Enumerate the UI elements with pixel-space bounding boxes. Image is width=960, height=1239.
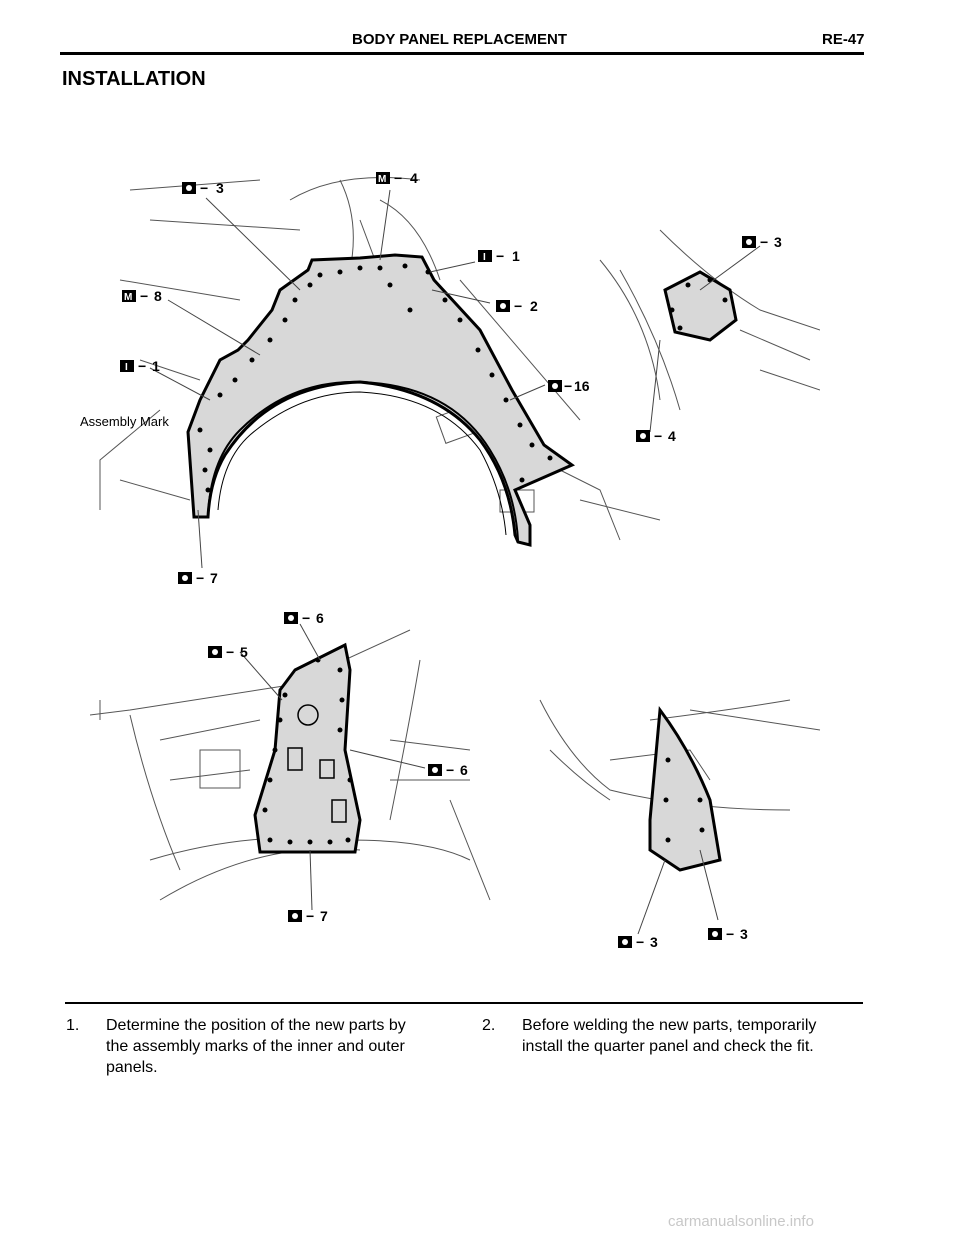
callout-1-label: 1 — [512, 248, 520, 264]
callout-4-label: 4 — [410, 170, 418, 186]
svg-text:−: − — [302, 610, 310, 626]
callout-3a-label: 3 — [650, 934, 658, 950]
callout-3-label: 3 — [216, 180, 224, 196]
callout-5-label: 5 — [240, 644, 248, 660]
footer-rule — [65, 1002, 863, 1004]
svg-text:−: − — [306, 908, 314, 924]
spot-weld-icon — [708, 928, 722, 940]
spot-weld-icon — [618, 936, 632, 948]
spot-weld-icon — [742, 236, 756, 248]
svg-text:−: − — [654, 428, 662, 444]
svg-text:−: − — [514, 298, 522, 314]
svg-text:I: I — [125, 362, 128, 373]
step-text-line: Determine the position of the new parts … — [106, 1017, 406, 1034]
svg-text:−: − — [726, 926, 734, 942]
step-number: 2. — [482, 1017, 496, 1034]
svg-text:−: − — [226, 644, 234, 660]
spot-weld-icon — [288, 910, 302, 922]
assembly-mark-label: Assembly Mark — [80, 414, 169, 429]
svg-text:I: I — [483, 252, 486, 263]
mig-plug-icon: I — [478, 250, 492, 263]
step-text-line: panels. — [106, 1059, 158, 1076]
svg-text:−: − — [564, 378, 572, 394]
section-title: INSTALLATION — [62, 68, 206, 90]
callout-2-label: 2 — [530, 298, 538, 314]
spot-weld-icon — [428, 764, 442, 776]
svg-text:−: − — [636, 934, 644, 950]
spot-weld-icon — [636, 430, 650, 442]
mig-weld-icon: M — [376, 172, 390, 185]
svg-text:−: − — [496, 248, 504, 264]
page-code: RE-47 — [822, 31, 865, 48]
callout-8-label: 8 — [154, 288, 162, 304]
callout-7-label: 7 — [210, 570, 218, 586]
step-text-line: the assembly marks of the inner and oute… — [106, 1038, 405, 1055]
svg-text:M: M — [378, 174, 386, 185]
header-rule — [60, 52, 864, 55]
step-2: 2. Before welding the new parts, tempora… — [482, 1015, 862, 1059]
spot-weld-icon — [548, 380, 562, 392]
mig-weld-icon: M — [122, 290, 136, 303]
callout-7b-label: 7 — [320, 908, 328, 924]
svg-text:−: − — [446, 762, 454, 778]
running-header-title: BODY PANEL REPLACEMENT — [352, 31, 568, 48]
callout-6a-label: 6 — [316, 610, 324, 626]
spot-weld-icon — [208, 646, 222, 658]
svg-text:−: − — [140, 288, 148, 304]
callout-16-label: 16 — [574, 378, 590, 394]
spot-weld-icon — [182, 182, 196, 194]
svg-text:−: − — [138, 358, 146, 374]
spot-weld-icon — [178, 572, 192, 584]
callout-6b-label: 6 — [460, 762, 468, 778]
step-1: 1. Determine the position of the new par… — [66, 1015, 446, 1081]
spot-weld-icon — [284, 612, 298, 624]
svg-text:−: − — [760, 234, 768, 250]
mig-plug-icon: I — [120, 360, 134, 373]
callout-1b-label: 1 — [152, 358, 160, 374]
step-text-line: Before welding the new parts, temporaril… — [522, 1017, 817, 1034]
watermark: carmanualsonline.info — [668, 1213, 814, 1230]
wheelhouse-illustration: − 3 M − 4 I − 1 − 2 − 16 M − 8 I − 1 − 7… — [99, 170, 820, 586]
step-number: 1. — [66, 1017, 80, 1034]
callout-4r-label: 4 — [668, 428, 676, 444]
svg-text:−: − — [196, 570, 204, 586]
step-text-line: install the quarter panel and check the … — [522, 1038, 814, 1055]
callout-3r-label: 3 — [774, 234, 782, 250]
callout-3b-label: 3 — [740, 926, 748, 942]
side-panel-illustration: − 6 − 5 − 6 − 7 − 3 − 3 — [90, 610, 821, 950]
svg-text:M: M — [124, 292, 132, 303]
svg-text:−: − — [394, 170, 402, 186]
spot-weld-icon — [496, 300, 510, 312]
callout-dash: − — [200, 180, 208, 196]
